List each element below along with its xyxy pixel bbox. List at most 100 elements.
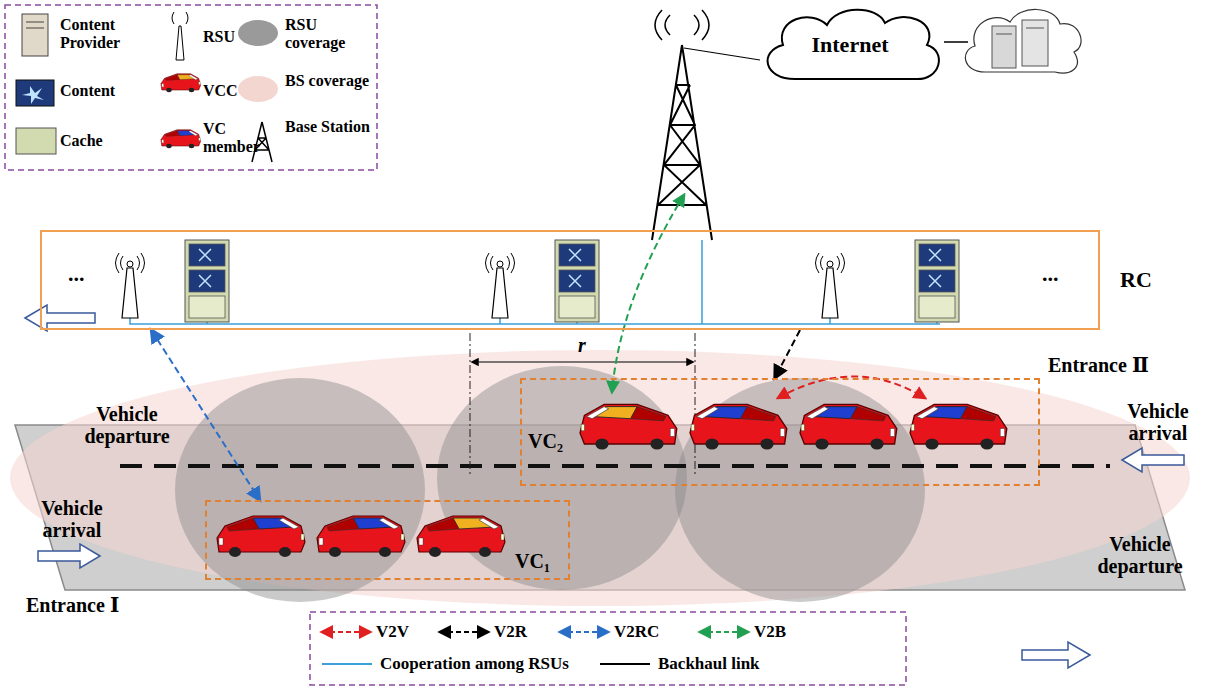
cache-icon bbox=[915, 240, 959, 322]
car-wheel bbox=[760, 439, 773, 450]
server-detail bbox=[996, 34, 1012, 35]
vehicle bbox=[800, 404, 897, 449]
direction-arrow bbox=[1122, 448, 1184, 472]
legend-label: Base Station bbox=[285, 118, 371, 136]
rsu-icon bbox=[486, 253, 515, 318]
cache-slot bbox=[919, 296, 955, 318]
legend-sample bbox=[322, 663, 372, 665]
group-label: VC₁ bbox=[515, 550, 550, 572]
annotation-label: ... bbox=[1042, 262, 1059, 286]
car-light bbox=[501, 534, 504, 540]
server-detail bbox=[1026, 28, 1044, 29]
annotation-label: Vehicle arrival bbox=[20, 497, 124, 541]
bs-coverage bbox=[10, 350, 1190, 606]
cache-body bbox=[185, 240, 229, 322]
car-window bbox=[479, 518, 499, 529]
car-light bbox=[319, 538, 323, 545]
vehicle bbox=[580, 404, 677, 449]
car-body bbox=[800, 404, 897, 444]
rsu-waves bbox=[486, 253, 515, 273]
annotation-label: Entrance Ⅰ bbox=[26, 594, 119, 616]
legend-label: Cache bbox=[60, 132, 140, 150]
rsu-waves bbox=[116, 253, 145, 273]
car-light bbox=[162, 84, 164, 87]
provider-detail bbox=[26, 22, 44, 23]
legend-swatch bbox=[238, 20, 278, 46]
car-wheel bbox=[229, 547, 241, 557]
car-wheel bbox=[925, 439, 938, 450]
annotation-label: Vehicle departure bbox=[72, 403, 182, 447]
vehicle bbox=[217, 516, 305, 557]
car-wheel bbox=[650, 439, 663, 450]
car-wheel bbox=[166, 144, 171, 149]
rsu-pole bbox=[492, 268, 508, 318]
annotation-label: Vehicle departure bbox=[1082, 533, 1198, 577]
vehicle bbox=[417, 516, 505, 557]
legend-sample bbox=[700, 631, 748, 633]
legend-label: V2V bbox=[376, 623, 436, 642]
vehicle bbox=[690, 404, 787, 449]
legend-label: Content Provider bbox=[60, 16, 140, 51]
v2b-link bbox=[612, 195, 684, 392]
dimension-arrow bbox=[472, 361, 693, 362]
internet-cloud: Internet bbox=[755, 5, 945, 85]
car-wheel bbox=[379, 547, 391, 557]
annotation-label: Entrance Ⅱ bbox=[1048, 354, 1149, 376]
content-icon bbox=[569, 249, 581, 261]
internet-link bbox=[684, 48, 760, 60]
car-light bbox=[691, 424, 694, 431]
server-icon bbox=[1022, 20, 1048, 66]
car-body bbox=[317, 516, 405, 552]
car-wheel bbox=[189, 88, 194, 93]
legend-frame bbox=[310, 612, 906, 685]
car-wheel bbox=[479, 547, 491, 557]
car-light bbox=[199, 82, 200, 85]
dimension-line bbox=[470, 333, 471, 475]
cache-slot bbox=[559, 270, 595, 292]
car-body bbox=[910, 404, 1007, 444]
link-arrow bbox=[775, 330, 800, 378]
legend-sample bbox=[322, 631, 370, 633]
car-wheel bbox=[870, 439, 883, 450]
car-light bbox=[199, 138, 200, 141]
car-body bbox=[217, 516, 305, 552]
cache-slot bbox=[189, 244, 225, 266]
car-window bbox=[807, 407, 829, 419]
car-light bbox=[301, 534, 304, 540]
vehicle-cluster: VC₁ bbox=[205, 500, 570, 580]
cache-slot bbox=[189, 270, 225, 292]
legend-sample bbox=[440, 631, 488, 633]
rsu-antenna bbox=[127, 261, 133, 267]
link-arrow bbox=[151, 330, 259, 500]
annotation-label: Vehicle arrival bbox=[1106, 400, 1210, 444]
legend-label: VCC bbox=[203, 82, 263, 100]
rsu-antenna bbox=[827, 261, 833, 267]
direction-arrow bbox=[25, 305, 95, 331]
legend-label: Content bbox=[60, 82, 140, 100]
car-light bbox=[401, 534, 404, 540]
car-light bbox=[581, 424, 584, 431]
car-rear bbox=[327, 518, 359, 531]
car-wheel bbox=[705, 439, 718, 450]
rsu-icon bbox=[816, 253, 845, 318]
legend-label: V2B bbox=[754, 623, 814, 642]
vehicle-cluster: VC₂ bbox=[520, 378, 1040, 486]
car-light bbox=[780, 429, 784, 437]
legend-label: RSU bbox=[203, 28, 263, 46]
car-window bbox=[587, 407, 609, 419]
legend-label: BS coverage bbox=[285, 72, 371, 90]
rsu-icon bbox=[116, 253, 145, 318]
car-window bbox=[379, 518, 399, 529]
vehicle bbox=[910, 404, 1007, 449]
legend-sample bbox=[560, 631, 608, 633]
car-window bbox=[917, 407, 939, 419]
rsu-bus bbox=[130, 240, 940, 324]
rsu-coverage bbox=[175, 378, 425, 602]
content-icon bbox=[199, 275, 211, 287]
cache-icon bbox=[185, 240, 229, 322]
server-cloud bbox=[965, 9, 1081, 73]
car-window bbox=[189, 131, 198, 136]
rsu-pole bbox=[822, 268, 838, 318]
vehicle bbox=[161, 130, 201, 148]
cache-body bbox=[915, 240, 959, 322]
